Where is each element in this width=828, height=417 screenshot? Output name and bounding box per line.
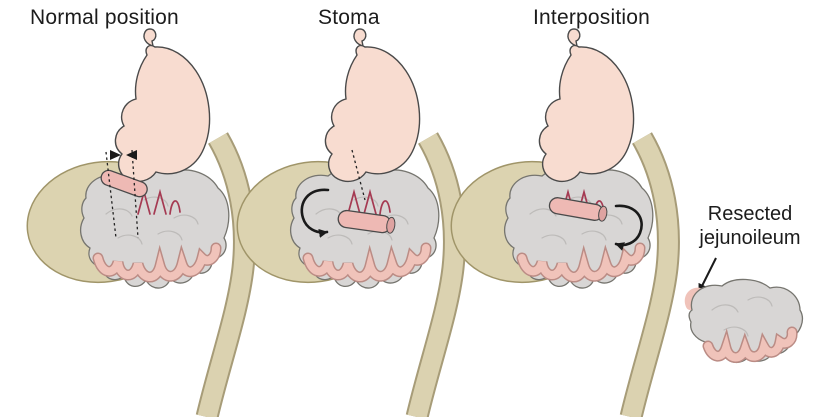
resected-label-line2: jejunoileum bbox=[699, 226, 801, 249]
anatomy-normal bbox=[19, 29, 244, 417]
duodenum-segment bbox=[100, 169, 148, 198]
panel-title-stoma: Stoma bbox=[318, 6, 380, 29]
anatomy-interposition bbox=[443, 29, 668, 417]
resected-jejunoileum bbox=[684, 257, 804, 364]
rotation-arrow bbox=[614, 204, 643, 251]
measure-arrow-right-icon bbox=[110, 150, 121, 160]
annotation-arrow bbox=[698, 257, 717, 293]
measure-arrow-left-icon bbox=[126, 150, 137, 160]
resected-folds bbox=[711, 304, 739, 313]
resected-label-line1: Resected bbox=[707, 203, 793, 225]
panel-interposition bbox=[443, 29, 668, 417]
resected-jejunoileum-label: Resected jejunoileum bbox=[688, 203, 812, 250]
measurement-dotted-line bbox=[105, 151, 117, 239]
panel-title-normal-position: Normal position bbox=[30, 6, 179, 29]
stoma-opening bbox=[386, 216, 396, 234]
resected-folds bbox=[747, 296, 773, 307]
resected-folds bbox=[723, 326, 749, 337]
panel-title-interposition: Interposition bbox=[533, 6, 651, 29]
measurement-dotted-line bbox=[131, 149, 139, 239]
interposed-segment-end bbox=[598, 205, 608, 222]
panel-stoma bbox=[229, 29, 454, 417]
resected-loops bbox=[704, 328, 797, 362]
panel-normal-position bbox=[19, 29, 244, 417]
rotation-arrow bbox=[300, 188, 330, 238]
